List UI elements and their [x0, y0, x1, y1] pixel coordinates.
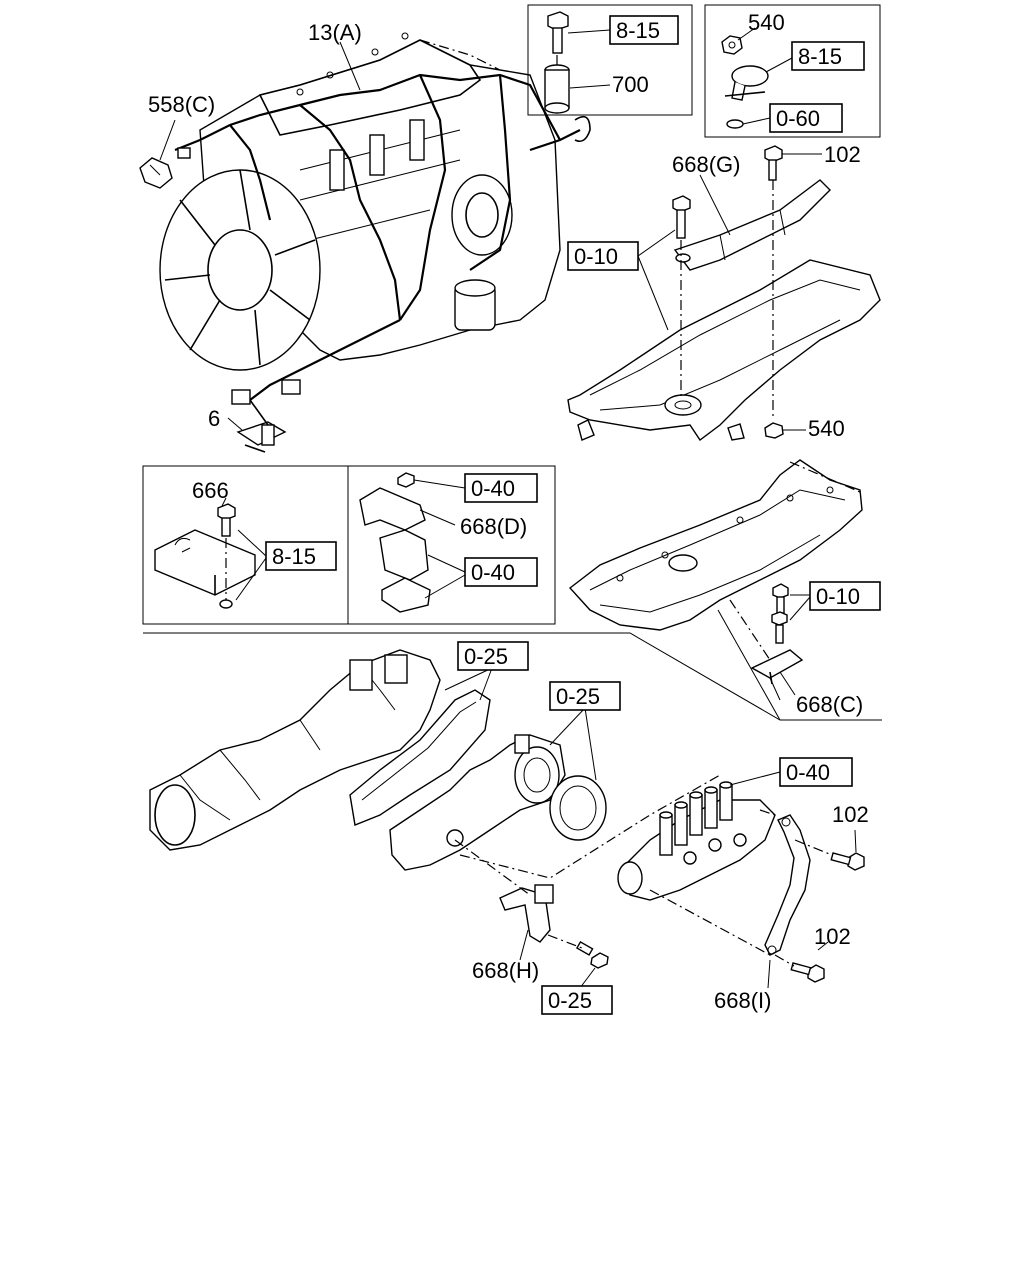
ref-label-0-25-a: 0-25	[464, 644, 508, 669]
bracket-label-668d: 668(D)	[460, 514, 527, 539]
rocker-cover-upper	[567, 145, 881, 442]
bracket-label-668c: 668(C)	[796, 692, 863, 717]
bolt-label-102-top: 102	[824, 142, 861, 167]
bracket-label-666: 666	[192, 478, 229, 503]
bracket-boxes	[142, 465, 556, 625]
ref-box-0-60: 0-60	[769, 103, 843, 133]
spacer-box	[527, 4, 693, 116]
ref-label-0-40-c: 0-40	[786, 760, 830, 785]
ref-box-8-15-right: 8-15	[791, 41, 865, 71]
nut-label-540-top: 540	[748, 10, 785, 35]
bracket-label-668h: 668(H)	[472, 958, 539, 983]
clip-6	[227, 399, 287, 453]
ref-label-0-10-left: 0-10	[574, 244, 618, 269]
connector-558c	[139, 119, 176, 189]
ref-box-0-10-left: 0-10	[567, 241, 639, 271]
nut-label-540-cover: 540	[808, 416, 845, 441]
ref-label-0-10-right: 0-10	[816, 584, 860, 609]
ref-box-0-40-a: 0-40	[464, 473, 538, 503]
ref-box-8-15-box: 8-15	[265, 541, 337, 571]
ref-box-0-25-c: 0-25	[541, 985, 613, 1015]
ref-box-8-15-top: 8-15	[609, 15, 679, 45]
ref-box-0-40-c: 0-40	[779, 757, 853, 787]
valve-block	[617, 771, 865, 989]
ref-label-0-60: 0-60	[776, 106, 820, 131]
spacer-label-700: 700	[612, 72, 649, 97]
ref-label-8-15-box: 8-15	[272, 544, 316, 569]
ref-label-0-25-b: 0-25	[556, 684, 600, 709]
bracket-label-668i: 668(I)	[714, 988, 771, 1013]
ref-box-0-10-right: 0-10	[809, 581, 881, 611]
clamp-box	[704, 4, 881, 138]
clip-label-6: 6	[208, 406, 220, 431]
bolt-label-102-low: 102	[814, 924, 851, 949]
ref-box-0-25-a: 0-25	[457, 641, 529, 671]
ref-label-0-40-b: 0-40	[471, 560, 515, 585]
harness-label-558c: 558(C)	[148, 92, 215, 117]
rocker-cover-lower	[568, 459, 863, 701]
exhaust-manifold	[149, 649, 721, 989]
engine-assembly	[159, 32, 591, 405]
ref-box-0-40-b: 0-40	[464, 557, 538, 587]
ref-box-0-25-b: 0-25	[549, 681, 621, 711]
ref-label-8-15-top: 8-15	[616, 18, 660, 43]
ref-label-0-25-c: 0-25	[548, 988, 592, 1013]
ref-label-8-15-right: 8-15	[798, 44, 842, 69]
harness-label-13a: 13(A)	[308, 20, 362, 45]
bolt-label-102-mid: 102	[832, 802, 869, 827]
ref-label-0-40-a: 0-40	[471, 476, 515, 501]
bracket-label-668g: 668(G)	[672, 152, 740, 177]
